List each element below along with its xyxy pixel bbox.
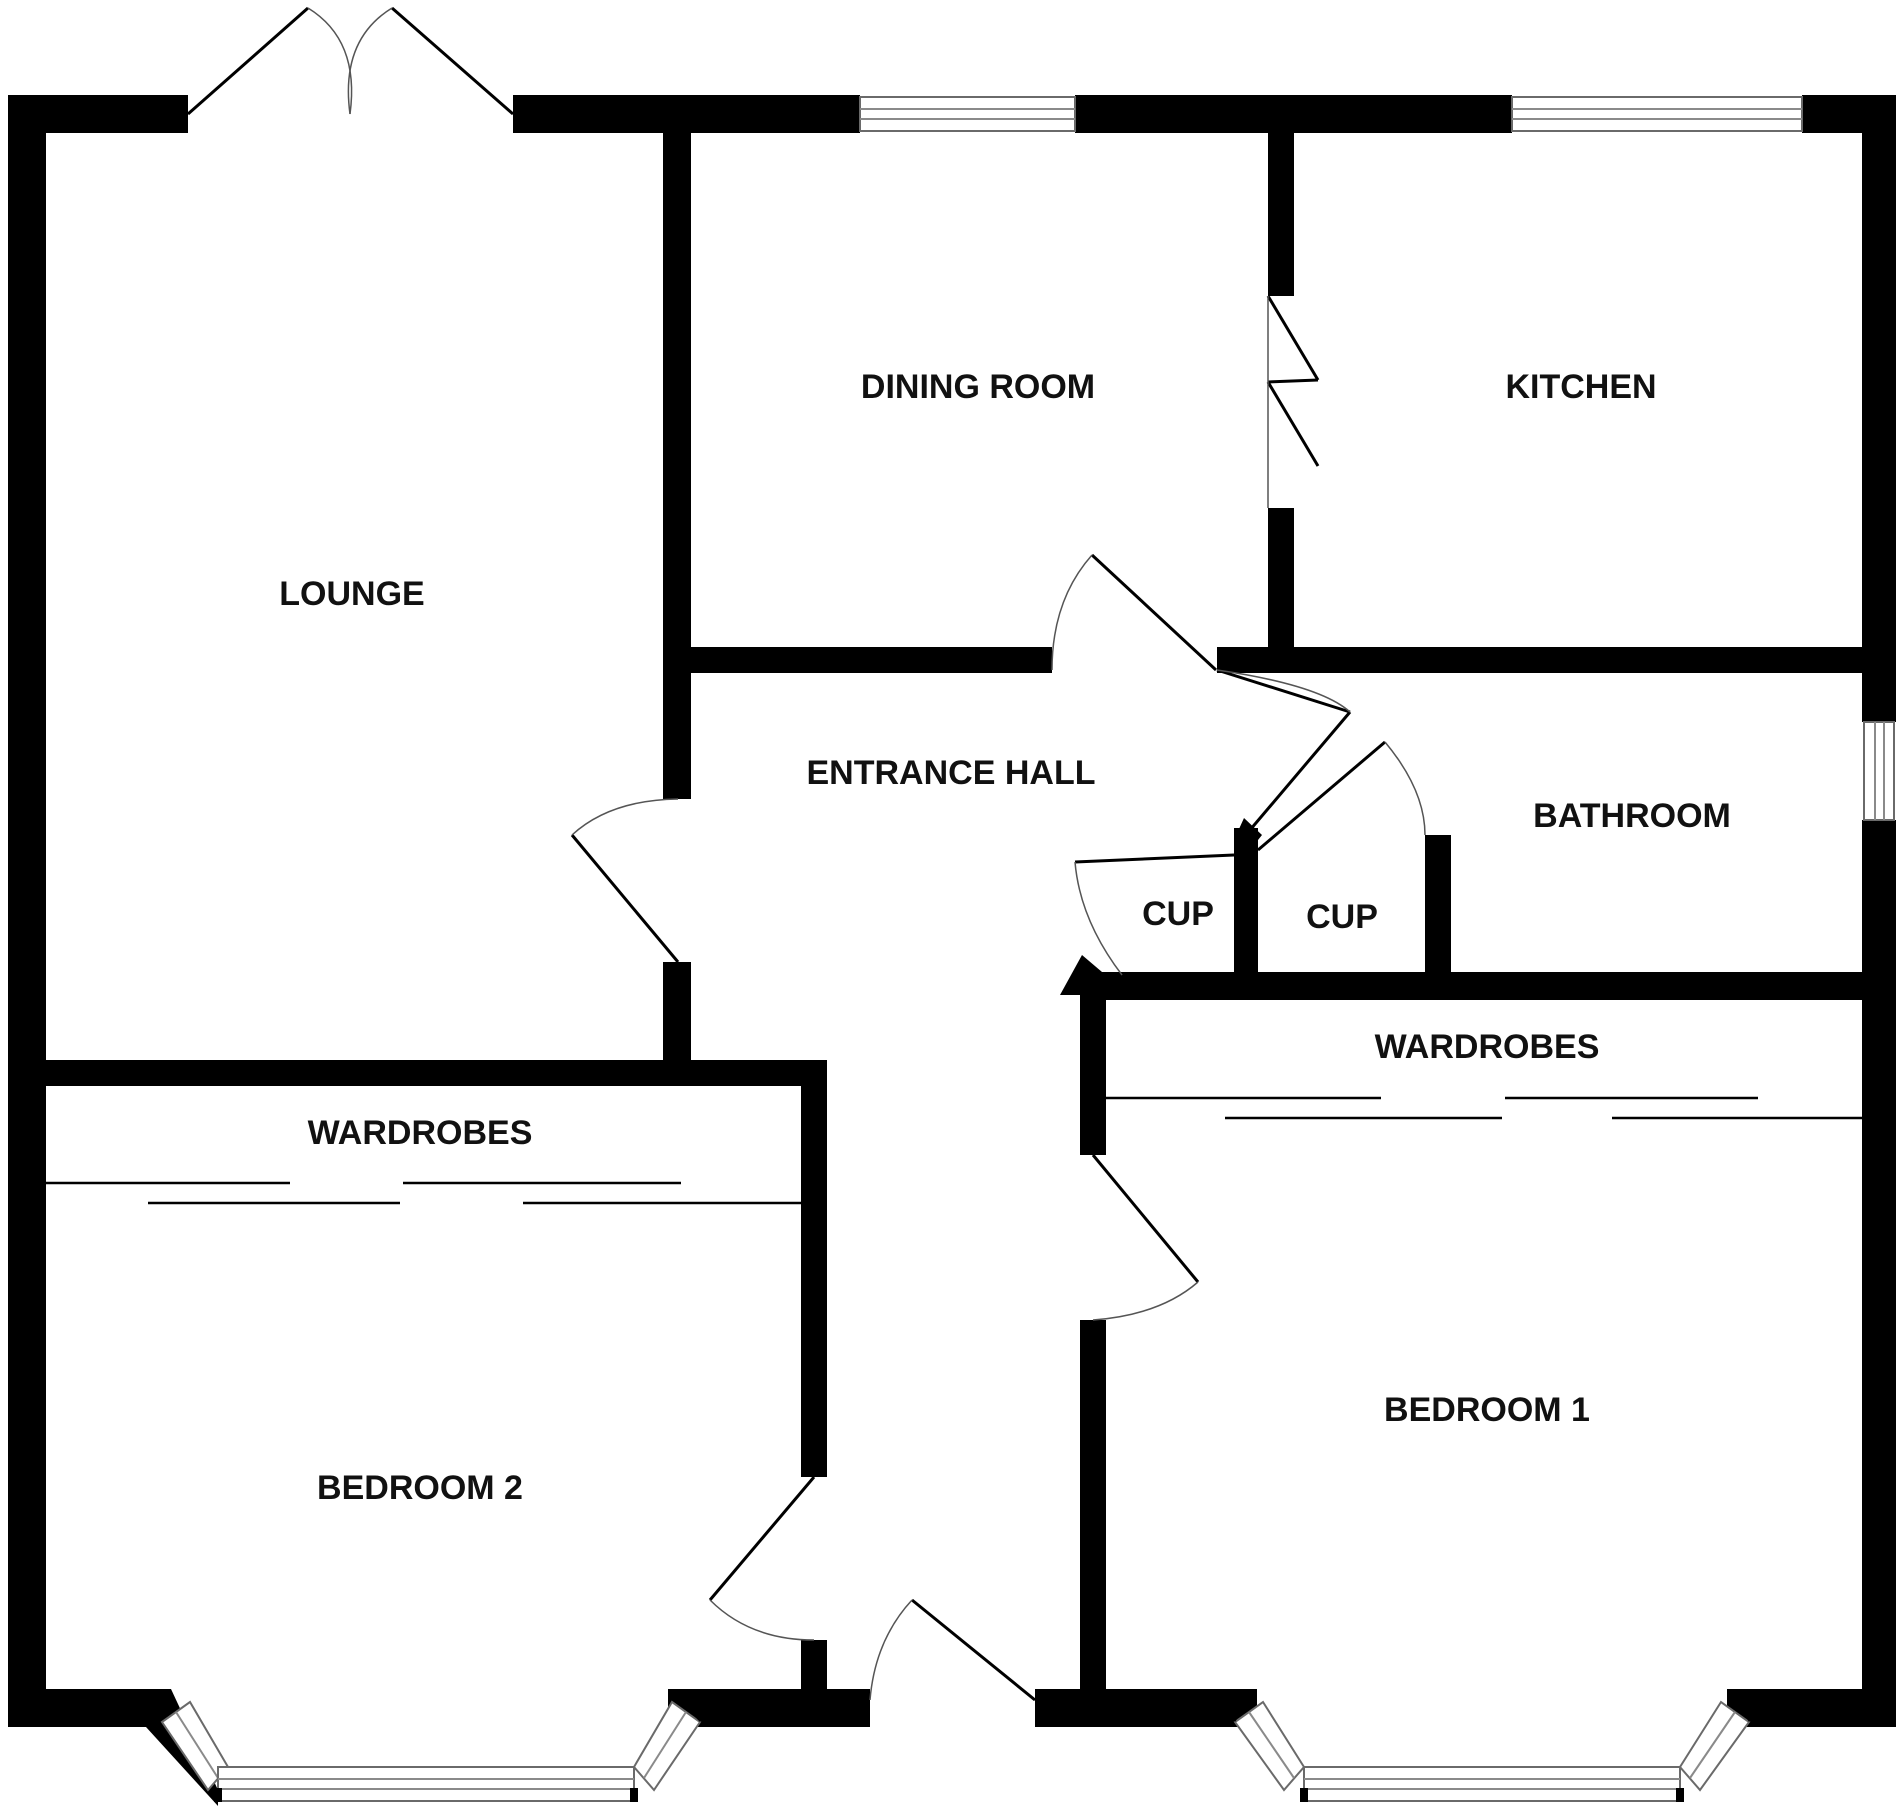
wall-kitchen-bathroom	[1217, 647, 1862, 673]
wall-bottom-mid-right	[1035, 1689, 1257, 1727]
wall-dining-hall	[691, 647, 1052, 673]
label-bathroom: BATHROOM	[1533, 797, 1731, 835]
label-bedroom-1: BEDROOM 1	[1384, 1391, 1590, 1429]
wall-lounge-bedroom2	[46, 1060, 827, 1086]
wall-bathroom-bedroom1	[1082, 972, 1862, 1000]
door-cupboard-1	[1074, 853, 1235, 976]
window-bathroom	[1863, 721, 1895, 821]
windows	[146, 96, 1895, 1806]
wall-corner-cupboard-top	[1234, 818, 1262, 840]
wall-cupboard-divider	[1234, 828, 1258, 972]
wall-left	[8, 95, 46, 1727]
label-wardrobes-bedroom2: WARDROBES	[308, 1114, 533, 1152]
wall-corner-cupboard	[1060, 955, 1102, 995]
label-dining-room: DINING ROOM	[861, 368, 1095, 406]
wall-bedroom1-hall-lower	[1080, 1320, 1106, 1689]
window-kitchen	[1511, 96, 1803, 132]
window-bedroom1-bay	[1229, 1689, 1755, 1802]
label-entrance-hall: ENTRANCE HALL	[807, 754, 1096, 792]
wall-cupboard-bathroom	[1425, 835, 1451, 972]
wall-dining-kitchen-lower	[1268, 508, 1294, 648]
wardrobe-doors-bedroom2	[46, 1181, 801, 1205]
door-lounge-french	[187, 6, 514, 116]
wall-dining-kitchen-upper	[1268, 133, 1294, 296]
wall-bedroom1-hall-upper	[1080, 972, 1106, 1155]
door-dining-hall	[1051, 553, 1218, 672]
label-bedroom-2: BEDROOM 2	[317, 1469, 523, 1507]
door-front-entrance	[869, 1598, 1036, 1702]
wall-right-lower	[1862, 820, 1896, 1727]
door-bathroom	[1216, 668, 1352, 831]
door-bedroom2-hall	[708, 1476, 816, 1641]
label-lounge: LOUNGE	[279, 575, 424, 613]
door-dining-kitchen-bifold	[1266, 295, 1320, 508]
wall-top-middle	[513, 95, 860, 133]
door-lounge-hall	[570, 798, 680, 963]
window-bedroom2-bay	[146, 1689, 706, 1806]
wall-lounge-dining	[663, 133, 691, 799]
wall-bedroom2-hall-lower	[801, 1640, 827, 1689]
wardrobe-doors-bedroom1	[1106, 1096, 1862, 1120]
label-cupboard-2: CUP	[1306, 898, 1378, 936]
wall-bedroom2-hall-upper	[801, 1060, 827, 1477]
door-bedroom1-hall	[1091, 1154, 1200, 1321]
label-kitchen: KITCHEN	[1505, 368, 1656, 406]
wall-bottom-left	[8, 1689, 171, 1727]
walls	[8, 95, 1896, 1727]
wall-top-between-windows	[1075, 95, 1512, 133]
wall-bottom-right	[1727, 1689, 1896, 1727]
window-dining-room	[859, 96, 1076, 132]
label-cupboard-1: CUP	[1142, 895, 1214, 933]
door-cupboard-2	[1257, 740, 1426, 852]
doors	[187, 6, 1426, 1702]
wall-right-upper	[1862, 95, 1896, 722]
label-wardrobes-bedroom1: WARDROBES	[1375, 1028, 1600, 1066]
room-labels: LOUNGE DINING ROOM KITCHEN ENTRANCE HALL…	[279, 368, 1731, 1507]
